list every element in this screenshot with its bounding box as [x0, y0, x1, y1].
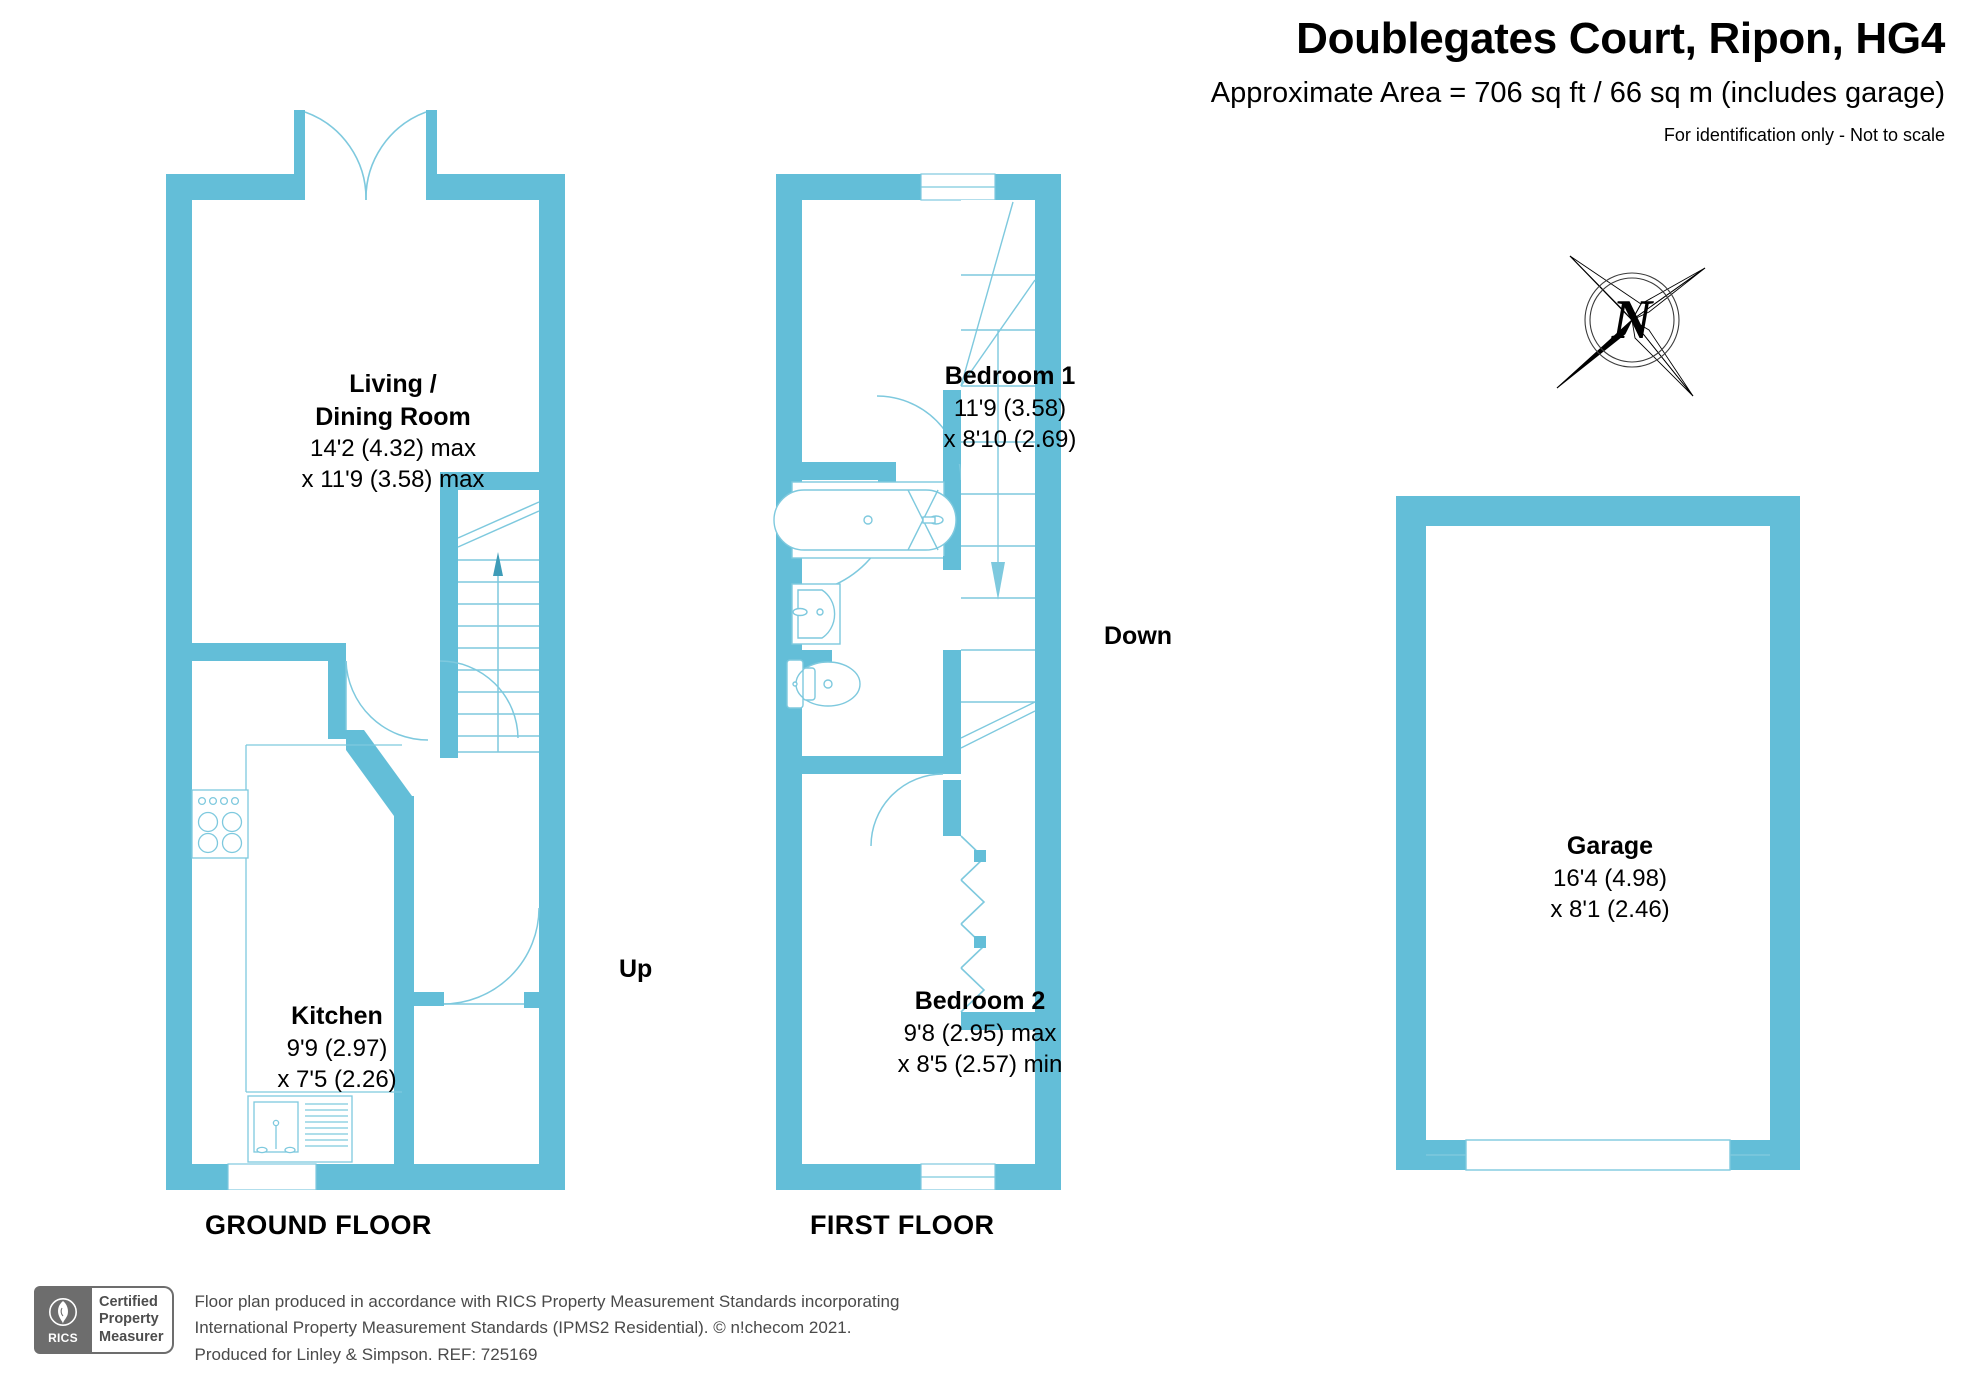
bathtub-icon [773, 481, 957, 559]
rics-certified-badge: RICS Certified Property Measurer [34, 1286, 175, 1354]
door-bedroom2 [870, 773, 944, 847]
ground-floor-walls [166, 110, 565, 1191]
room-label-bedroom-2: Bedroom 2 9'8 (2.95) max x 8'5 (2.57) mi… [840, 985, 1120, 1080]
room-label-living-dining: Living / Dining Room 14'2 (4.32) max x 1… [263, 368, 523, 495]
compass-rose: N [1545, 238, 1720, 403]
cooker-hob-icon [191, 789, 249, 859]
bathroom-wall-bottom [776, 756, 961, 774]
stair-up-arrow [493, 552, 503, 576]
staircase-up [457, 490, 540, 753]
bedroom1-name: Bedroom 1 [944, 362, 1076, 390]
door-kitchen [345, 660, 429, 741]
living-name-line1: Living / [349, 370, 437, 398]
french-door-entrance [304, 111, 427, 201]
room-label-garage: Garage 16'4 (4.98) x 8'1 (2.46) [1490, 830, 1730, 925]
stair-wall-top [440, 472, 565, 490]
rics-badge-line-2: Property [99, 1311, 159, 1328]
first-floor-walls [776, 173, 1061, 1191]
rics-badge-text: Certified Property Measurer [92, 1286, 175, 1354]
kitchen-partition-wall [166, 643, 346, 661]
washbasin-icon [791, 583, 841, 645]
rics-logo-icon: RICS [34, 1286, 92, 1354]
folding-doors-bedroom2 [943, 780, 1035, 1030]
bedroom2-dim-2: x 8'5 (2.57) min [897, 1050, 1063, 1078]
window-ground-rear [227, 1163, 317, 1191]
toilet-icon [786, 659, 861, 709]
room-label-kitchen: Kitchen 9'9 (2.97) x 7'5 (2.26) [222, 1000, 452, 1095]
garage-dim-2: x 8'1 (2.46) [1550, 895, 1670, 923]
living-dim-2: x 11'9 (3.58) max [301, 466, 485, 494]
living-name-line2: Dining Room [315, 402, 471, 431]
bedroom2-name: Bedroom 2 [914, 987, 1046, 1015]
garage-name: Garage [1566, 832, 1654, 860]
footer: RICS Certified Property Measurer Floor p… [34, 1286, 899, 1368]
first-floor-caption: FIRST FLOOR [810, 1210, 995, 1240]
kitchen-name: Kitchen [291, 1002, 383, 1030]
kitchen-dim-1: 9'9 (2.97) [286, 1034, 388, 1062]
garage-door [1426, 1139, 1770, 1171]
footer-note-line-2: International Property Measurement Stand… [194, 1318, 852, 1338]
header: Doublegates Court, Ripon, HG4 Approximat… [745, 14, 1946, 147]
scale-disclaimer: For identification only - Not to scale [1663, 124, 1945, 145]
bedroom1-dim-1: 11'9 (3.58) [953, 394, 1067, 422]
bathroom-wall-top [776, 462, 894, 480]
footer-note-line-1: Floor plan produced in accordance with R… [194, 1292, 900, 1311]
rics-badge-line-1: Certified [99, 1294, 158, 1311]
garage-plan [1380, 480, 1820, 1200]
ground-floor-caption: GROUND FLOOR [205, 1210, 432, 1240]
stair-wall-left [440, 472, 458, 752]
landing-wall-lower [943, 650, 961, 770]
door-hall-front [442, 907, 540, 1005]
compass-north-letter: N [1611, 289, 1655, 351]
stair-down-label: Down [1104, 622, 1173, 650]
ground-floor-plan [150, 90, 750, 1191]
garage-dim-1: 16'4 (4.98) [1553, 864, 1667, 892]
kitchen-angled-wall [346, 730, 412, 816]
rics-wordmark: RICS [48, 1331, 78, 1345]
kitchen-dim-2: x 7'5 (2.26) [277, 1065, 397, 1093]
stair-down-arrow [991, 562, 1005, 600]
approximate-area: Approximate Area = 706 sq ft / 66 sq m (… [1210, 77, 1945, 110]
page-title: Doublegates Court, Ripon, HG4 [1296, 14, 1945, 63]
bedroom2-dim-1: 9'8 (2.95) max [903, 1019, 1057, 1047]
door-living [439, 660, 519, 739]
living-dim-1: 14'2 (4.32) max [310, 435, 476, 462]
bedroom1-dim-2: x 8'10 (2.69) [943, 425, 1077, 453]
footer-note-line-3: Produced for Linley & Simpson. REF: 7251… [194, 1344, 538, 1364]
stair-up-label: Up [619, 955, 653, 983]
first-floor-plan [760, 90, 1360, 1191]
rics-badge-line-3: Measurer [99, 1328, 164, 1345]
footer-note: Floor plan produced in accordance with R… [194, 1286, 899, 1368]
room-label-bedroom-1: Bedroom 1 11'9 (3.58) x 8'10 (2.69) [880, 360, 1140, 455]
staircase-down [960, 200, 1036, 770]
sink-icon [247, 1095, 353, 1163]
